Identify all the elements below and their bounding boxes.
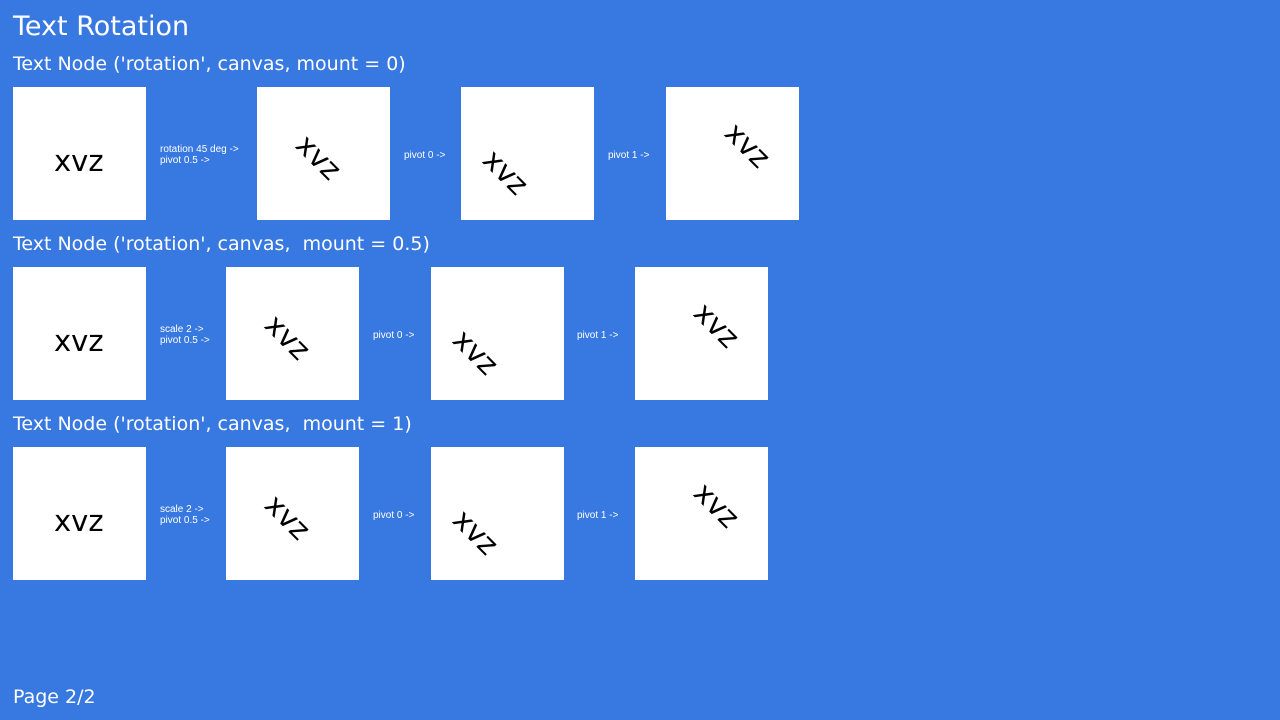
text-box-original: xvz bbox=[13, 87, 146, 220]
sample-text-rotated: xvz bbox=[258, 307, 318, 367]
step-label-scale: scale 2 -> pivot 0.5 -> bbox=[160, 324, 210, 346]
text-box-original: xvz bbox=[13, 447, 146, 580]
step-label-pivot-0: pivot 0 -> bbox=[404, 150, 446, 161]
text-box-pivot-0-5: xvz bbox=[226, 447, 359, 580]
page-title: Text Rotation bbox=[13, 11, 190, 42]
section-title-mount-0: Text Node ('rotation', canvas, mount = 0… bbox=[13, 53, 406, 75]
text-box-pivot-1: xvz bbox=[635, 267, 768, 400]
section-title-mount-0-5: Text Node ('rotation', canvas, mount = 0… bbox=[13, 233, 430, 255]
text-box-pivot-0-5: xvz bbox=[257, 87, 390, 220]
sample-text-rotated: xvz bbox=[718, 115, 778, 175]
sample-text-rotated: xvz bbox=[687, 475, 747, 535]
step-label-pivot-0: pivot 0 -> bbox=[373, 330, 415, 341]
text-box-pivot-0: xvz bbox=[461, 87, 594, 220]
text-box-pivot-1: xvz bbox=[666, 87, 799, 220]
sample-text: xvz bbox=[54, 504, 104, 538]
text-box-pivot-0: xvz bbox=[431, 447, 564, 580]
section-title-mount-1: Text Node ('rotation', canvas, mount = 1… bbox=[13, 413, 412, 435]
step-label-pivot-0: pivot 0 -> bbox=[373, 510, 415, 521]
text-box-pivot-1: xvz bbox=[635, 447, 768, 580]
step-label-pivot-1: pivot 1 -> bbox=[577, 510, 619, 521]
sample-text: xvz bbox=[54, 324, 104, 358]
step-label-rotation: rotation 45 deg -> pivot 0.5 -> bbox=[160, 144, 239, 166]
sample-text-rotated: xvz bbox=[289, 127, 349, 187]
sample-text-rotated: xvz bbox=[446, 502, 506, 562]
text-box-pivot-0-5: xvz bbox=[226, 267, 359, 400]
sample-text-rotated: xvz bbox=[476, 142, 536, 202]
sample-text-rotated: xvz bbox=[446, 322, 506, 382]
step-label-pivot-1: pivot 1 -> bbox=[608, 150, 650, 161]
sample-text: xvz bbox=[54, 144, 104, 178]
text-box-pivot-0: xvz bbox=[431, 267, 564, 400]
page-indicator: Page 2/2 bbox=[13, 686, 96, 708]
step-label-pivot-1: pivot 1 -> bbox=[577, 330, 619, 341]
sample-text-rotated: xvz bbox=[258, 487, 318, 547]
step-label-scale: scale 2 -> pivot 0.5 -> bbox=[160, 504, 210, 526]
text-box-original: xvz bbox=[13, 267, 146, 400]
sample-text-rotated: xvz bbox=[687, 295, 747, 355]
